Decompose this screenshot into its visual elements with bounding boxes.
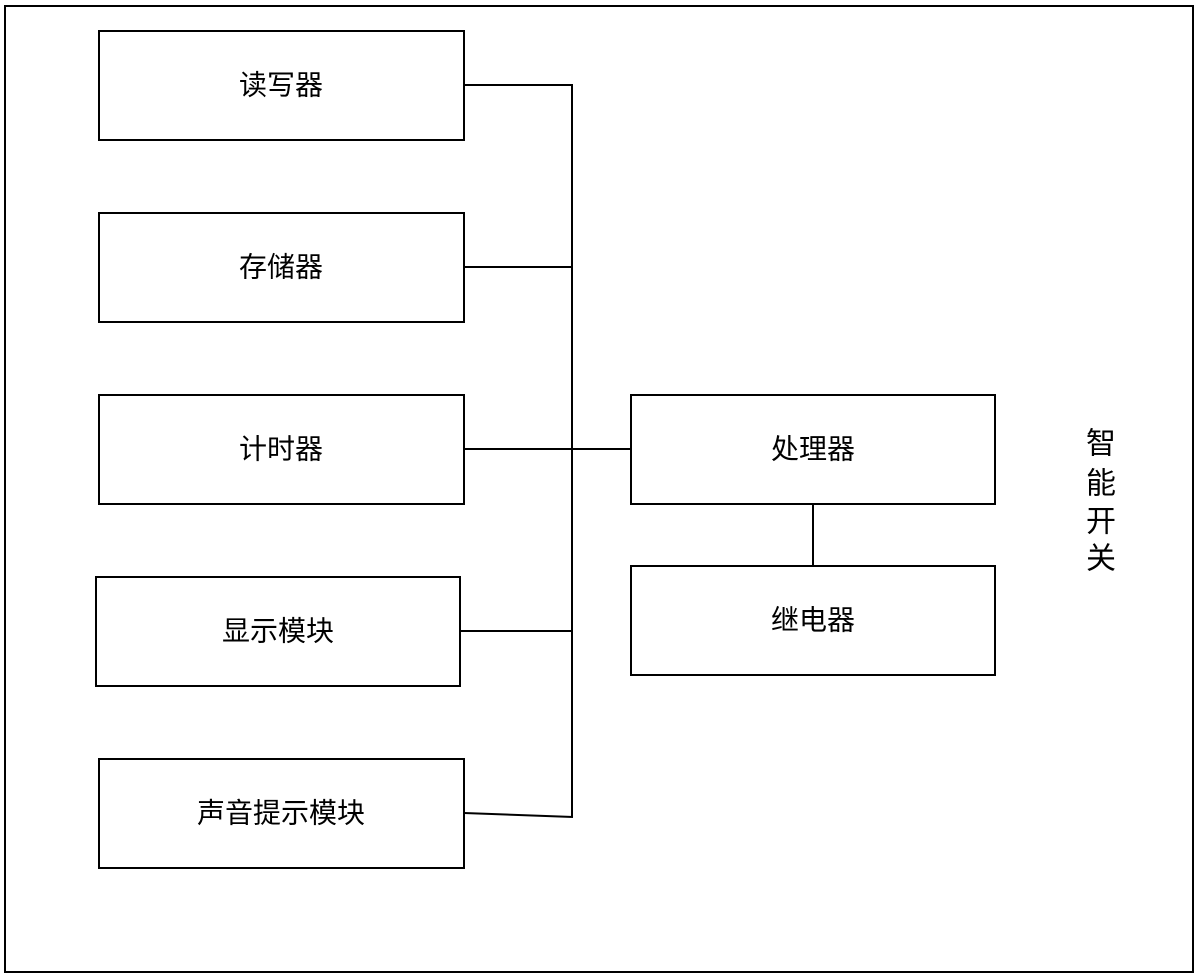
smart-switch-boundary	[4, 5, 1194, 973]
timer-label: 计时器	[239, 433, 323, 466]
timer-block: 计时器	[98, 394, 465, 505]
sound-prompt-module-label: 声音提示模块	[197, 797, 365, 830]
sound-prompt-connector	[463, 812, 574, 818]
memory-block: 存储器	[98, 212, 465, 323]
display-module-block: 显示模块	[95, 576, 461, 687]
connection-lines	[460, 84, 814, 818]
memory-label: 存储器	[239, 251, 323, 284]
smart-switch-label: 智 能 开 关	[1086, 427, 1116, 577]
display-module-label: 显示模块	[222, 615, 334, 648]
smart-switch-label-char-2: 能	[1086, 467, 1116, 502]
sound-prompt-module-block: 声音提示模块	[98, 758, 465, 869]
smart-switch-label-char-4: 关	[1086, 542, 1116, 577]
smart-switch-label-char-3: 开	[1086, 505, 1116, 540]
reader-writer-label: 读写器	[239, 69, 323, 102]
reader-writer-block: 读写器	[98, 30, 465, 141]
smart-switch-label-char-1: 智	[1086, 427, 1116, 462]
processor-block: 处理器	[630, 394, 996, 505]
processor-label: 处理器	[771, 433, 855, 466]
relay-block: 继电器	[630, 565, 996, 676]
relay-label: 继电器	[771, 604, 855, 637]
